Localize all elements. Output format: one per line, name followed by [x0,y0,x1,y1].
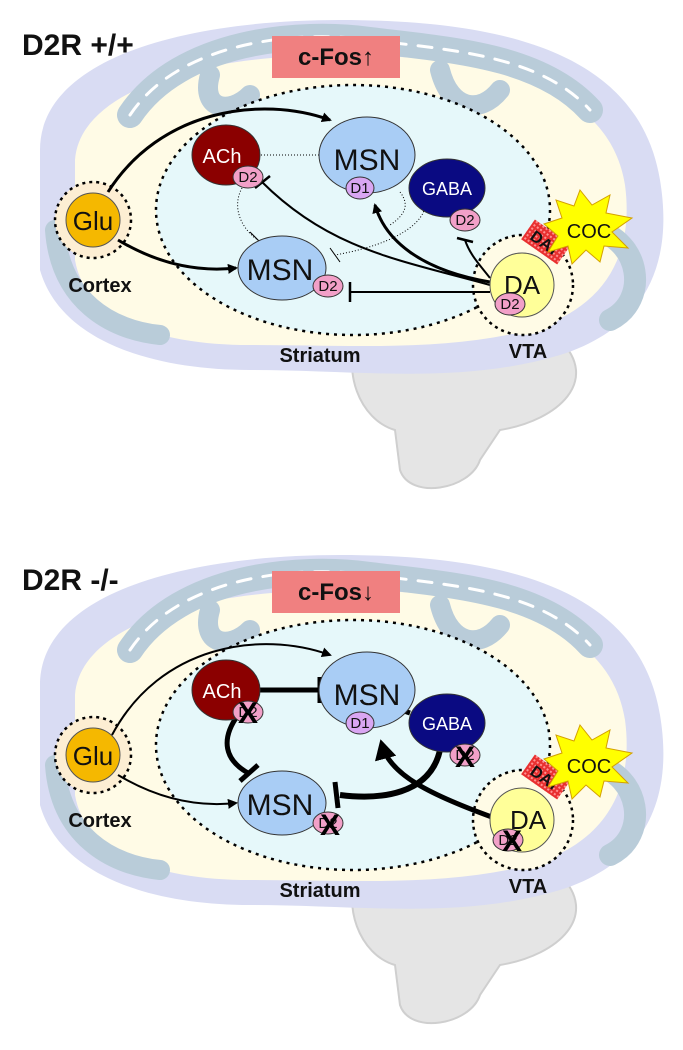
cfos-box [272,571,400,613]
d1-receptor [345,711,375,735]
ach-d2-receptor [232,165,264,189]
coc-label: COC [567,221,611,243]
msn-d2-cell [237,235,327,301]
gaba-d2-receptor [449,743,481,767]
msn-d1-label: MSN [334,144,401,177]
vta-label: VTA [509,876,548,898]
msn-d2-receptor [312,811,344,835]
cortex-label: Cortex [68,275,131,297]
genotype-title: D2R -/- [22,564,119,597]
ach-d2-label: D2 [238,169,257,186]
genotype-title: D2R +/+ [22,29,134,62]
ach-d2-label: D2 [238,704,257,721]
msn-d2-cell [237,770,327,836]
d1-receptor [345,176,375,200]
msn-d1-label: MSN [334,679,401,712]
da-d2-receptor [492,828,524,852]
cortex-label: Cortex [68,810,131,832]
gaba-cell [408,158,486,218]
ach-d2-knockout-x: X [238,697,258,730]
cfos-label: c-Fos↓ [298,579,374,606]
d1-label: D1 [350,715,369,732]
da-d2-receptor [494,292,526,316]
da-label: DA [510,805,547,835]
panel-knockout: c-Fos↓ D2R -/- Glu Cortex ACh D2 X [22,555,663,1023]
glu-label: Glu [73,741,113,771]
msn-d2-receptor [312,274,344,298]
msn-d2-label: MSN [247,254,314,287]
gaba-d2-label: D2 [455,747,474,764]
da-d2-knockout-x: X [502,825,522,858]
coc-label: COC [567,756,611,778]
gaba-label: GABA [422,714,472,734]
msn-d2-rec-label: D2 [318,815,337,832]
cocaine-burst [543,189,634,265]
msn-d2-rec-label: D2 [318,278,337,295]
glu-cell [65,727,121,783]
da-d2-label: D2 [498,832,517,849]
gaba-cell [408,693,486,753]
da-d2-label: D2 [500,296,519,313]
striatum-label: Striatum [279,345,360,367]
panel-wild-type: c-Fos↑ D2R +/+ Glu Cortex [22,20,663,488]
vta-label: VTA [509,341,548,363]
glu-label: Glu [73,206,113,236]
glu-cell [65,192,121,248]
cfos-box [272,36,400,78]
gaba-d2-receptor [449,208,481,232]
striatum-label: Striatum [279,880,360,902]
d1-label: D1 [350,180,369,197]
msn-d2-label: MSN [247,789,314,822]
ach-d2-receptor [232,700,264,724]
cocaine-burst [543,724,634,800]
ach-label: ACh [203,681,242,703]
gaba-d2-label: D2 [455,212,474,229]
msn-d2-knockout-x: X [320,809,340,842]
gaba-label: GABA [422,179,472,199]
gaba-d2-knockout-x: X [455,741,475,774]
ach-label: ACh [203,146,242,168]
cfos-label: c-Fos↑ [298,44,374,71]
